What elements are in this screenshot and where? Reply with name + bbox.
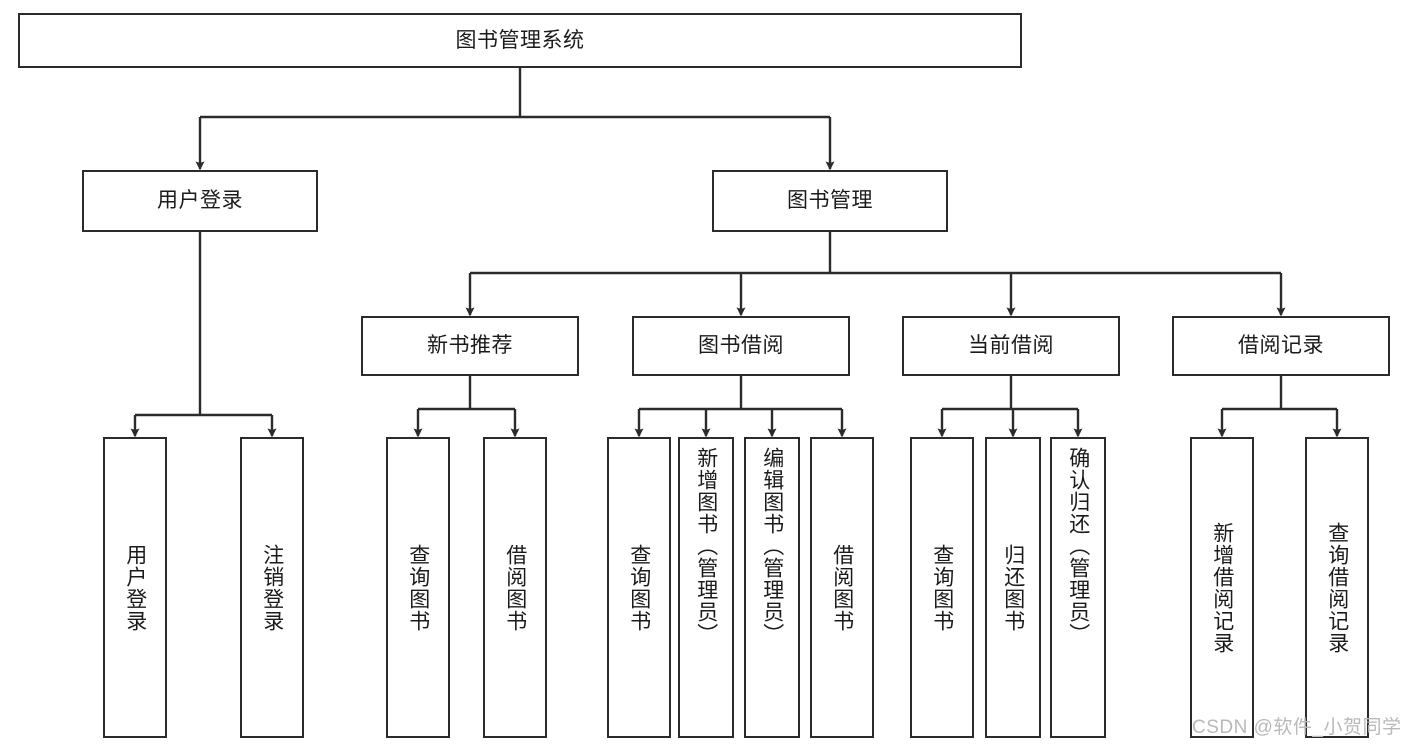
node-label: 借阅记录 (1238, 334, 1324, 358)
node-label: 图书管理系统 (455, 28, 585, 52)
node-label: 编辑图书（管理员） (760, 447, 784, 645)
node-newbook[interactable]: 新书推荐 (361, 316, 579, 376)
edge-group (130, 68, 1342, 438)
node-label: 用户登录 (157, 189, 243, 213)
node-root[interactable]: 图书管理系统 (18, 13, 1022, 68)
node-label: 用户登录 (123, 543, 147, 632)
node-l_query3[interactable]: 查询图书 (910, 437, 974, 738)
node-label: 新增图书（管理员） (694, 447, 718, 645)
node-label: 图书管理 (787, 189, 873, 213)
node-label: 查询图书 (930, 543, 954, 632)
node-l_queryrec[interactable]: 查询借阅记录 (1305, 437, 1369, 738)
node-l_borrow2[interactable]: 借阅图书 (810, 437, 874, 738)
node-l_query2[interactable]: 查询图书 (607, 437, 671, 738)
node-l_borrow1[interactable]: 借阅图书 (483, 437, 547, 738)
node-login[interactable]: 用户登录 (82, 170, 318, 232)
node-label: 查询图书 (406, 543, 430, 632)
node-l_addrec[interactable]: 新增借阅记录 (1190, 437, 1254, 738)
node-l_add[interactable]: 新增图书（管理员） (678, 437, 734, 738)
node-label: 查询借阅记录 (1325, 521, 1349, 654)
node-label: 借阅图书 (503, 543, 527, 632)
node-label: 注销登录 (260, 543, 284, 632)
node-label: 借阅图书 (830, 543, 854, 632)
node-label: 归还图书 (1001, 543, 1025, 632)
watermark-label: CSDN @软件_小贺同学 (1192, 717, 1402, 738)
node-current[interactable]: 当前借阅 (902, 316, 1120, 376)
node-l_edit[interactable]: 编辑图书（管理员） (744, 437, 800, 738)
node-records[interactable]: 借阅记录 (1172, 316, 1390, 376)
node-l_logout[interactable]: 注销登录 (240, 437, 304, 738)
node-label: 新增借阅记录 (1210, 521, 1234, 654)
node-label: 查询图书 (627, 543, 651, 632)
node-label: 图书借阅 (698, 334, 784, 358)
node-label: 当前借阅 (968, 334, 1054, 358)
node-l_login[interactable]: 用户登录 (103, 437, 167, 738)
node-label: 确认归还（管理员） (1066, 447, 1090, 645)
node-l_query1[interactable]: 查询图书 (386, 437, 450, 738)
node-bookmgmt[interactable]: 图书管理 (712, 170, 948, 232)
node-l_return[interactable]: 归还图书 (985, 437, 1041, 738)
node-borrow[interactable]: 图书借阅 (632, 316, 850, 376)
node-l_confirm[interactable]: 确认归还（管理员） (1050, 437, 1106, 738)
node-label: 新书推荐 (427, 334, 513, 358)
